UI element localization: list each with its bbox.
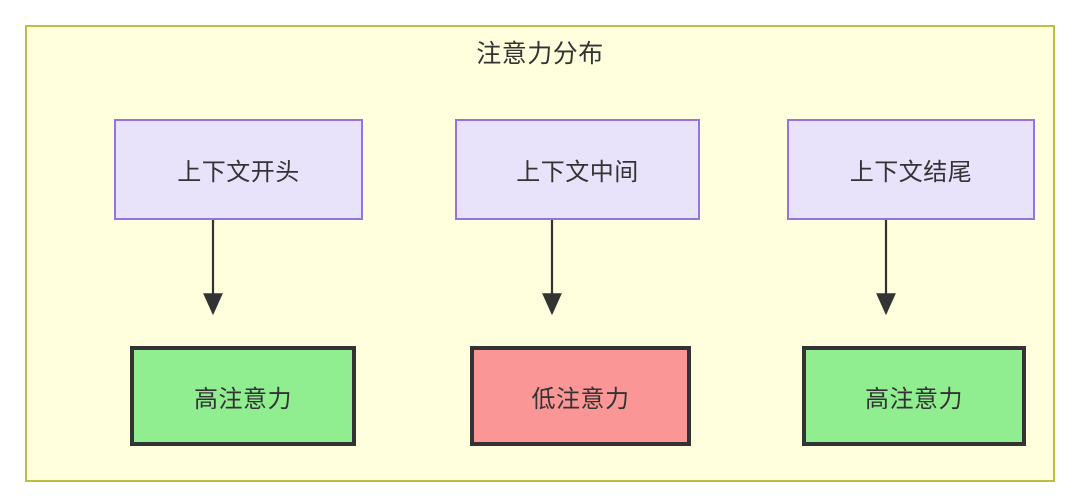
node-attention-high-end-label: 高注意力 [865, 385, 963, 413]
node-attention-low-middle-label: 低注意力 [531, 385, 630, 413]
node-context-start-label: 上下文开头 [177, 159, 300, 186]
subgraph-title: 注意力分布 [476, 40, 604, 68]
node-attention-high-start-label: 高注意力 [194, 385, 292, 413]
node-context-end[interactable]: 上下文结尾 [787, 119, 1035, 220]
attention-distribution-subgraph: 注意力分布 上下文开头 上下文中间 上下文结尾 高注意力 低注意力 [25, 25, 1055, 482]
node-context-middle[interactable]: 上下文中间 [455, 119, 700, 220]
node-context-end-label: 上下文结尾 [849, 159, 973, 186]
node-context-middle-label: 上下文中间 [516, 159, 639, 186]
node-context-start[interactable]: 上下文开头 [114, 119, 363, 220]
node-attention-high-start[interactable]: 高注意力 [130, 346, 356, 446]
node-attention-high-end[interactable]: 高注意力 [802, 346, 1026, 446]
node-attention-low-middle[interactable]: 低注意力 [470, 346, 691, 446]
